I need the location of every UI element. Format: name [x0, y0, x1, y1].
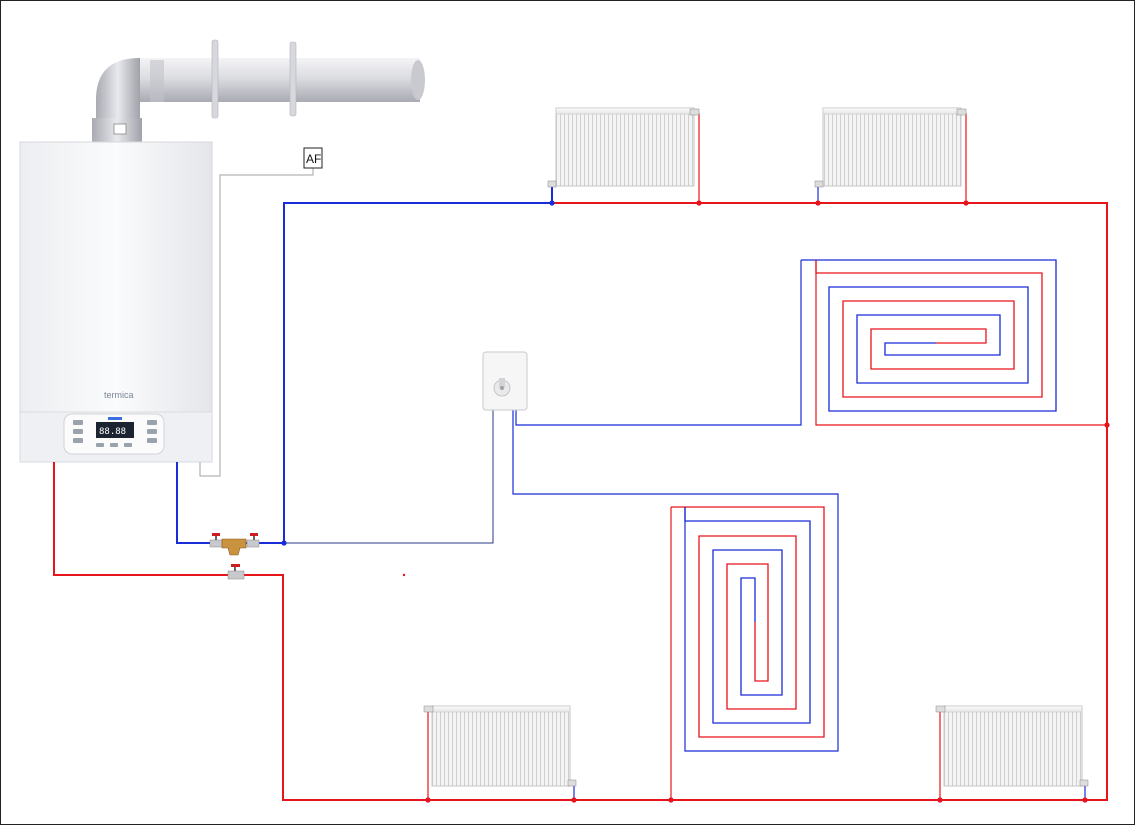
outdoor-sensor-label: AF — [306, 152, 321, 166]
room-thermostat-icon[interactable] — [482, 351, 528, 411]
flue-pipe-icon — [92, 39, 425, 142]
boiler-brand-logo: termica — [104, 390, 134, 400]
boiler-icon[interactable]: 88.88 termica — [19, 141, 213, 463]
boiler-display — [96, 422, 134, 438]
underfloor-heating-loop-2 — [671, 506, 825, 738]
return-pipes-thin — [512, 186, 1086, 800]
radiator-icon[interactable] — [814, 107, 967, 188]
pipe-junctions — [281, 200, 1110, 803]
radiator-icon[interactable] — [547, 107, 700, 188]
boiler-display-readout: 88.88 — [99, 427, 126, 437]
supply-pipes — [53, 202, 1108, 801]
ball-valve-icon[interactable] — [246, 533, 260, 548]
boiler-control-buttons[interactable] — [73, 420, 157, 447]
outdoor-sensor-wire — [199, 168, 314, 477]
radiator-icon[interactable] — [935, 705, 1089, 787]
radiator-icon[interactable] — [423, 705, 577, 787]
underfloor-heating-loop-1 — [801, 259, 1057, 412]
supply-pipes-thin — [427, 113, 1107, 800]
thermostat-wire — [284, 410, 494, 544]
strainer-filter-icon[interactable] — [221, 538, 247, 556]
ball-valve-icon[interactable] — [227, 564, 245, 580]
outdoor-sensor-icon[interactable]: AF — [303, 147, 323, 169]
